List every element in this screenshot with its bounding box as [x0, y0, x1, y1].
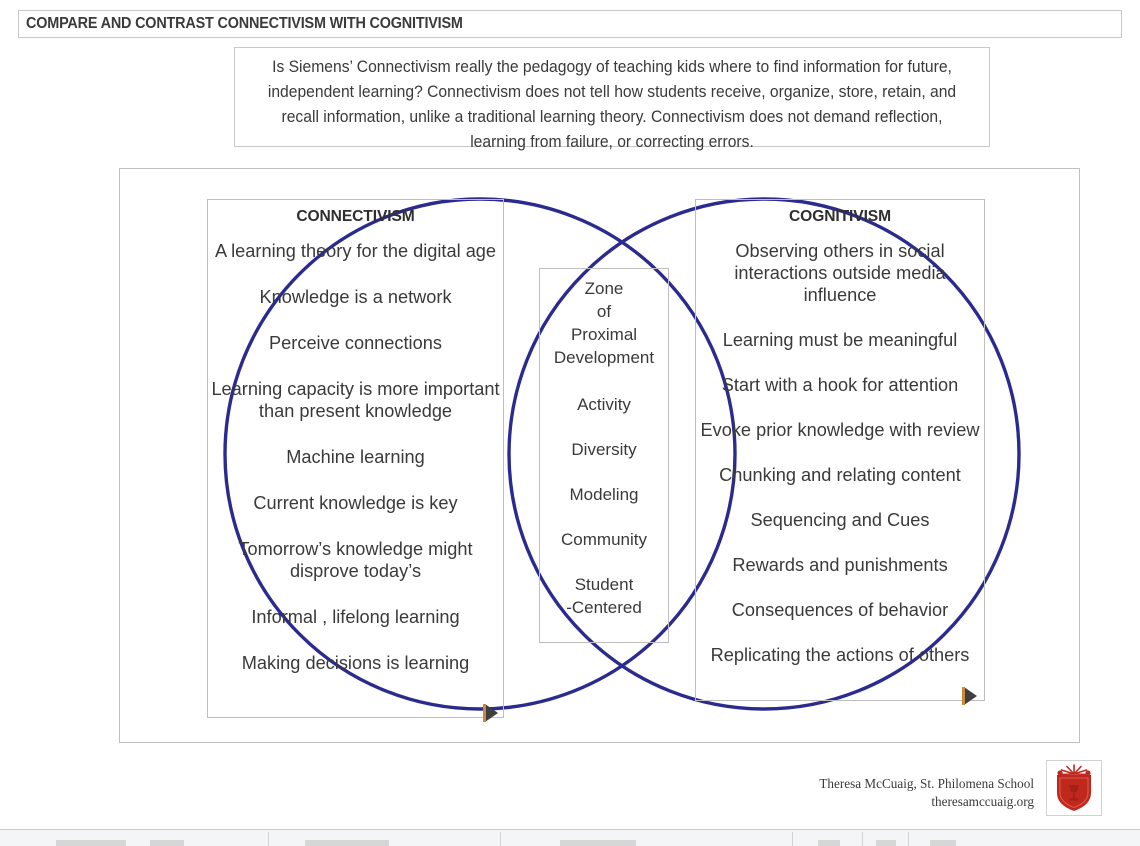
- cognitivism-item-7: Rewards and punishments: [732, 555, 948, 575]
- connectivism-item-3: Perceive connections: [269, 333, 442, 353]
- shield-crest-icon: [1057, 764, 1091, 811]
- play-triangle-icon-right[interactable]: [962, 687, 977, 705]
- cognitivism-item-3: Start with a hook for attention: [721, 375, 959, 395]
- toolbar-separator: [792, 832, 793, 846]
- toolbar-item-ghost[interactable]: [876, 840, 896, 846]
- intro-paragraph: Is Siemens’ Connectivism really the peda…: [267, 58, 957, 151]
- zpd-panel: Zone of Proximal Development Activity Di…: [539, 268, 669, 643]
- toolbar-separator: [908, 832, 909, 846]
- connectivism-heading: CONNECTIVISM: [296, 208, 415, 225]
- zpd-item-3: Modeling: [569, 485, 639, 504]
- cognitivism-item-4: Evoke prior knowledge with review: [700, 420, 980, 440]
- cognitivism-item-5: Chunking and relating content: [719, 465, 961, 485]
- cognitivism-item-9: Replicating the actions of others: [710, 645, 970, 665]
- toolbar-item-ghost[interactable]: [150, 840, 184, 846]
- zpd-title-line-1: Zone: [584, 279, 624, 298]
- school-crest-logo: [1046, 760, 1102, 816]
- toolbar-item-ghost[interactable]: [305, 840, 389, 846]
- connectivism-item-1: A learning theory for the digital age: [214, 241, 497, 261]
- cognitivism-item-8: Consequences of behavior: [731, 600, 949, 620]
- connectivism-item-9: Making decisions is learning: [241, 653, 470, 673]
- cognitivism-heading: COGNITIVISM: [789, 208, 891, 225]
- zpd-item-4: Community: [561, 530, 647, 549]
- zpd-title-line-3: Proximal: [570, 325, 638, 344]
- play-triangle-icon-left[interactable]: [483, 704, 498, 722]
- connectivism-panel: CONNECTIVISM A learning theory for the d…: [207, 199, 504, 718]
- connectivism-item-4: Learning capacity is more important than…: [211, 379, 500, 421]
- zpd-item-1: Activity: [577, 395, 631, 414]
- connectivism-item-7: Tomorrow’s knowledge might disprove toda…: [238, 539, 473, 581]
- intro-text-box: Is Siemens’ Connectivism really the peda…: [234, 47, 990, 151]
- cognitivism-item-1: Observing others in social interactions …: [734, 241, 946, 305]
- credit-line-1: Theresa McCuaig, St. Philomena School: [819, 776, 1034, 791]
- zpd-item-5: Student -Centered: [566, 575, 642, 617]
- connectivism-item-6: Current knowledge is key: [253, 493, 458, 513]
- toolbar-item-ghost[interactable]: [818, 840, 840, 846]
- bottom-toolbar-strip[interactable]: [0, 829, 1140, 846]
- toolbar-item-ghost[interactable]: [56, 840, 126, 846]
- toolbar-separator: [500, 832, 501, 846]
- zpd-title-line-4: Development: [553, 348, 655, 367]
- cognitivism-item-2: Learning must be meaningful: [722, 330, 958, 350]
- cognitivism-panel: COGNITIVISM Observing others in social i…: [695, 199, 985, 701]
- zpd-title: Zone of Proximal Development: [540, 277, 668, 369]
- page-title: COMPARE AND CONTRAST CONNECTIVISM WITH C…: [26, 15, 463, 32]
- credit-line-2: theresamccuaig.org: [931, 794, 1034, 809]
- toolbar-item-ghost[interactable]: [930, 840, 956, 846]
- page-title-box: COMPARE AND CONTRAST CONNECTIVISM WITH C…: [18, 10, 1122, 38]
- credit-block: Theresa McCuaig, St. Philomena School th…: [812, 775, 1034, 811]
- connectivism-item-5: Machine learning: [286, 447, 425, 467]
- toolbar-separator: [268, 832, 269, 846]
- toolbar-separator: [862, 832, 863, 846]
- zpd-item-2: Diversity: [571, 440, 637, 459]
- connectivism-item-2: Knowledge is a network: [259, 287, 452, 307]
- zpd-title-line-2: of: [596, 302, 612, 321]
- toolbar-item-ghost[interactable]: [560, 840, 636, 846]
- cognitivism-item-6: Sequencing and Cues: [750, 510, 930, 530]
- connectivism-item-8: Informal , lifelong learning: [251, 607, 460, 627]
